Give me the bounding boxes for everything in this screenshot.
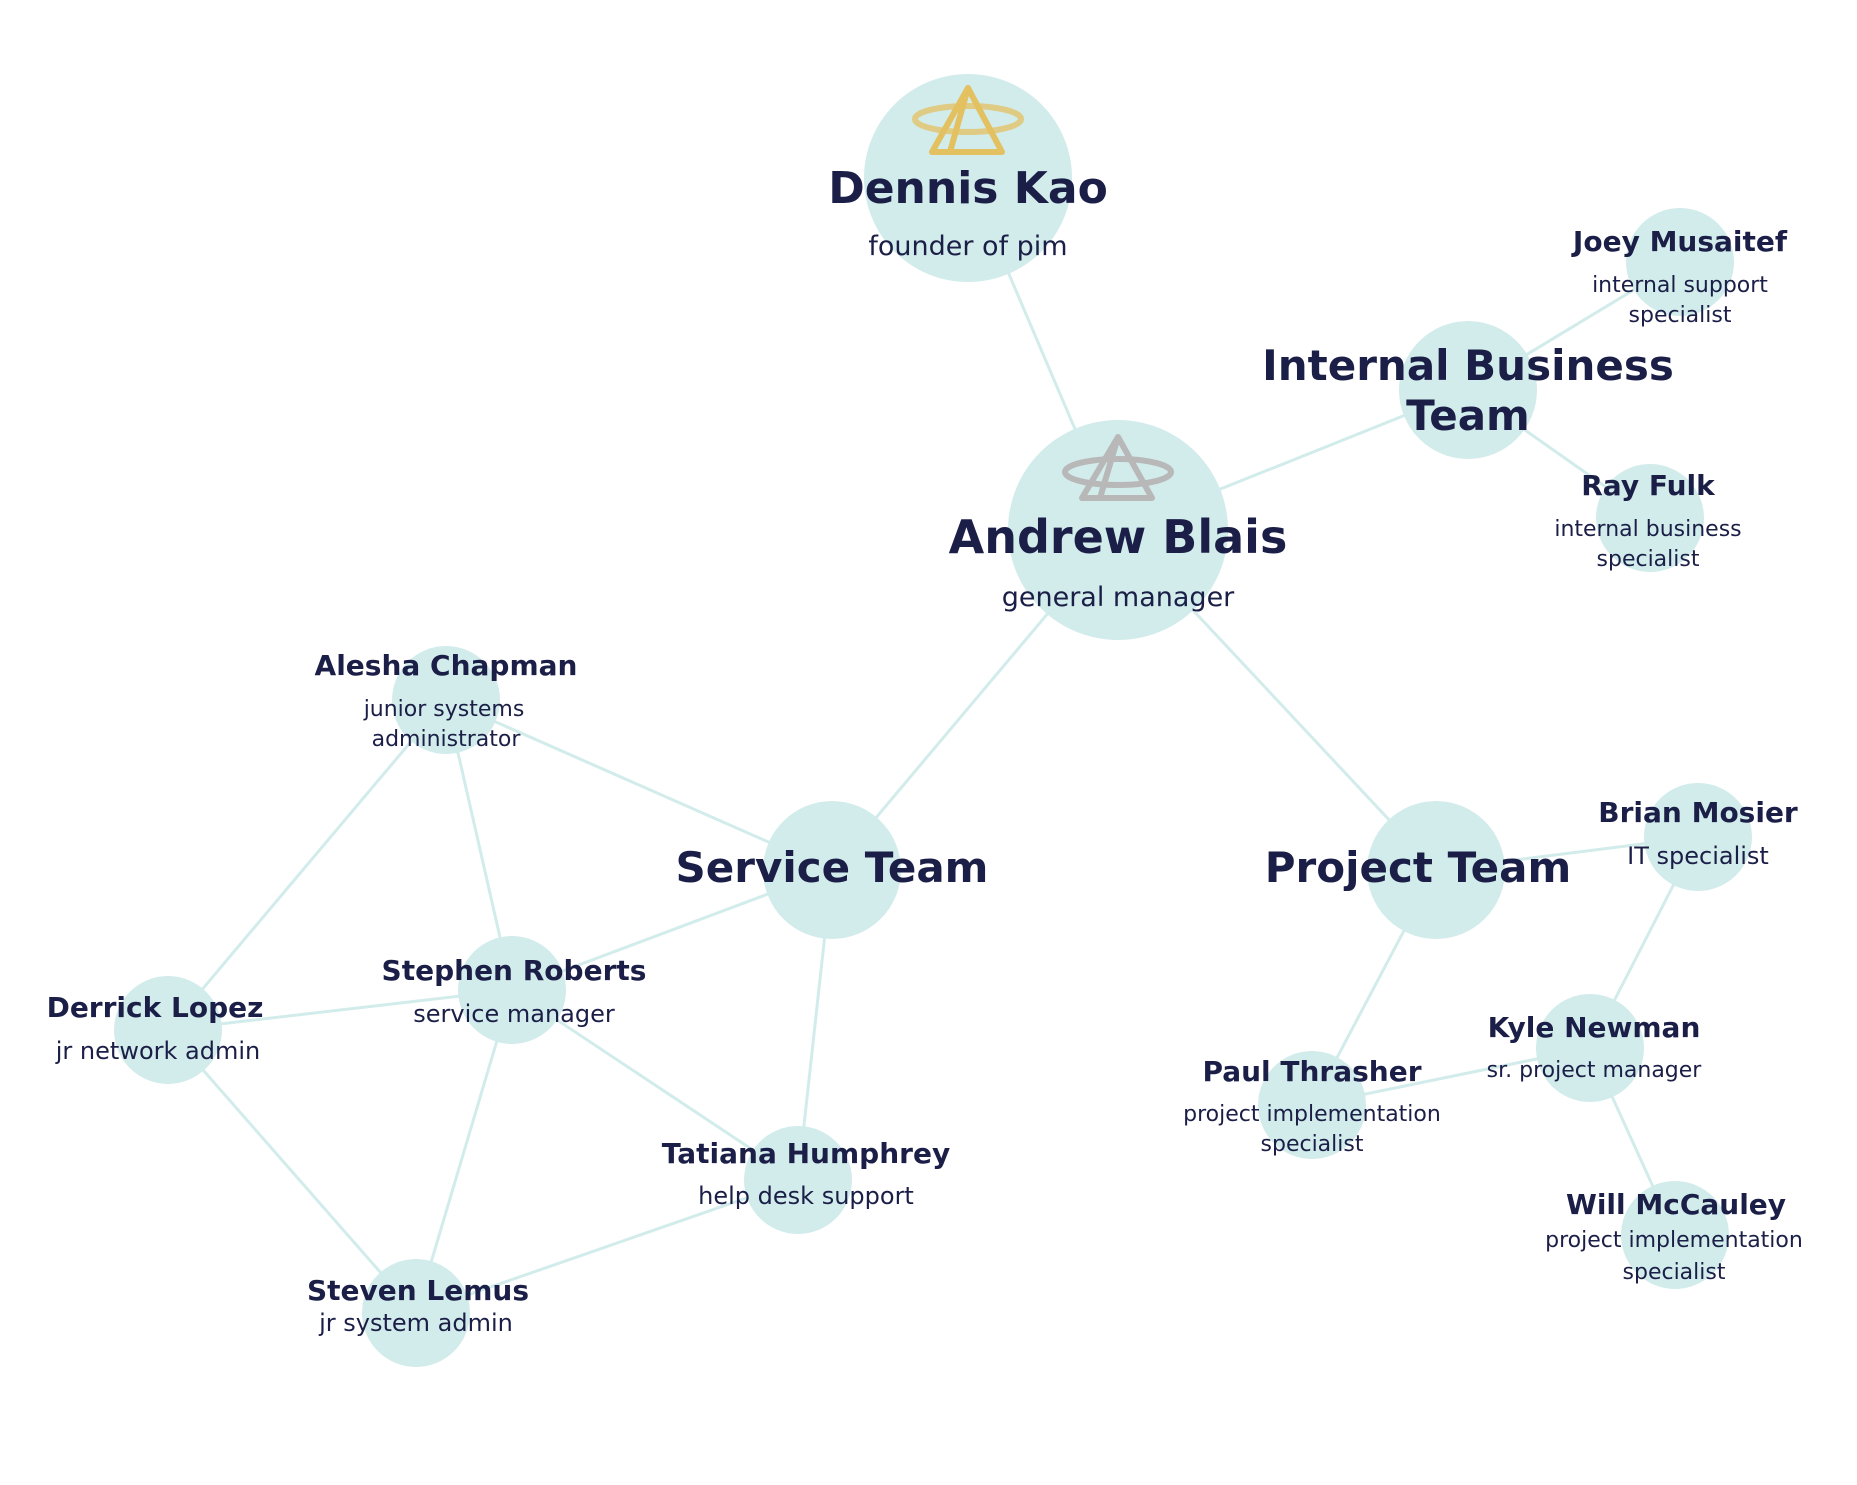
dennis-name: Dennis Kao [828, 163, 1108, 214]
alesha-role-line-2: administrator [372, 727, 522, 752]
node-kyle-newman[interactable] [1536, 994, 1644, 1102]
pim-logo-icon-gray [1062, 434, 1174, 501]
node-brian-mosier[interactable] [1644, 783, 1752, 891]
derrick-role: jr network admin [55, 1037, 260, 1065]
steven-name: Steven Lemus [307, 1274, 529, 1307]
alesha-role-line-1: junior systems [363, 697, 525, 722]
node-ray-fulk[interactable] [1596, 464, 1704, 572]
internal-team-name-line-2: Team [1406, 391, 1530, 440]
paul-role-line-1: project implementation [1183, 1102, 1441, 1127]
edge-service-team-alesha [445, 698, 833, 872]
ray-role-line-2: specialist [1597, 547, 1700, 572]
node-circles [114, 74, 1752, 1367]
pim-logo-icon-gold [912, 85, 1024, 155]
stephen-name: Stephen Roberts [382, 954, 647, 987]
brian-role: IT specialist [1627, 842, 1769, 870]
internal-team-name-line-1: Internal Business [1262, 341, 1674, 390]
edge-tatiana-steven [415, 1178, 799, 1315]
steven-role: jr system admin [318, 1309, 513, 1337]
will-role-line-2: specialist [1623, 1260, 1726, 1285]
node-project-team[interactable] [1367, 801, 1505, 939]
will-role-line-1: project implementation [1545, 1228, 1803, 1253]
brian-name: Brian Mosier [1598, 796, 1798, 829]
node-derrick-lopez[interactable] [114, 976, 222, 1084]
joey-role-line-2: specialist [1629, 303, 1732, 328]
edge-derrick-steven [166, 1029, 418, 1314]
joey-name: Joey Musaitef [1571, 225, 1788, 258]
edge-stephen-tatiana [511, 988, 799, 1182]
node-stephen-roberts[interactable] [458, 936, 566, 1044]
kyle-name: Kyle Newman [1488, 1011, 1701, 1044]
ray-name: Ray Fulk [1581, 469, 1716, 502]
joey-role-line-1: internal support [1592, 273, 1768, 298]
tatiana-name: Tatiana Humphrey [662, 1137, 950, 1170]
andrew-name: Andrew Blais [949, 510, 1288, 564]
service-team-name: Service Team [676, 843, 989, 892]
node-tatiana-humphrey[interactable] [744, 1126, 852, 1234]
node-joey-musaitef[interactable] [1626, 208, 1734, 316]
edge-stephen-steven [414, 989, 514, 1314]
node-will-mccauley[interactable] [1621, 1181, 1729, 1289]
ray-role-line-1: internal business [1554, 517, 1741, 542]
node-dennis-kao[interactable] [864, 74, 1072, 282]
node-paul-thrasher[interactable] [1258, 1051, 1366, 1159]
project-team-name: Project Team [1265, 843, 1572, 892]
edge-alesha-derrick [166, 699, 448, 1031]
dennis-role: founder of pim [868, 231, 1067, 262]
node-internal-business-team[interactable] [1399, 321, 1537, 459]
stephen-role: service manager [413, 1000, 615, 1028]
will-name: Will McCauley [1566, 1188, 1786, 1221]
alesha-name: Alesha Chapman [315, 649, 578, 682]
andrew-role: general manager [1002, 582, 1235, 613]
derrick-name: Derrick Lopez [47, 991, 264, 1024]
node-service-team[interactable] [763, 801, 901, 939]
node-alesha-chapman[interactable] [392, 646, 500, 754]
node-steven-lemus[interactable] [362, 1259, 470, 1367]
kyle-role: sr. project manager [1487, 1058, 1703, 1083]
tatiana-role: help desk support [698, 1182, 914, 1210]
edge-stephen-derrick [167, 988, 513, 1032]
paul-role-line-2: specialist [1261, 1132, 1364, 1157]
node-labels: Dennis Kao founder of pim Andrew Blais g… [47, 163, 1803, 1337]
paul-name: Paul Thrasher [1202, 1055, 1421, 1088]
